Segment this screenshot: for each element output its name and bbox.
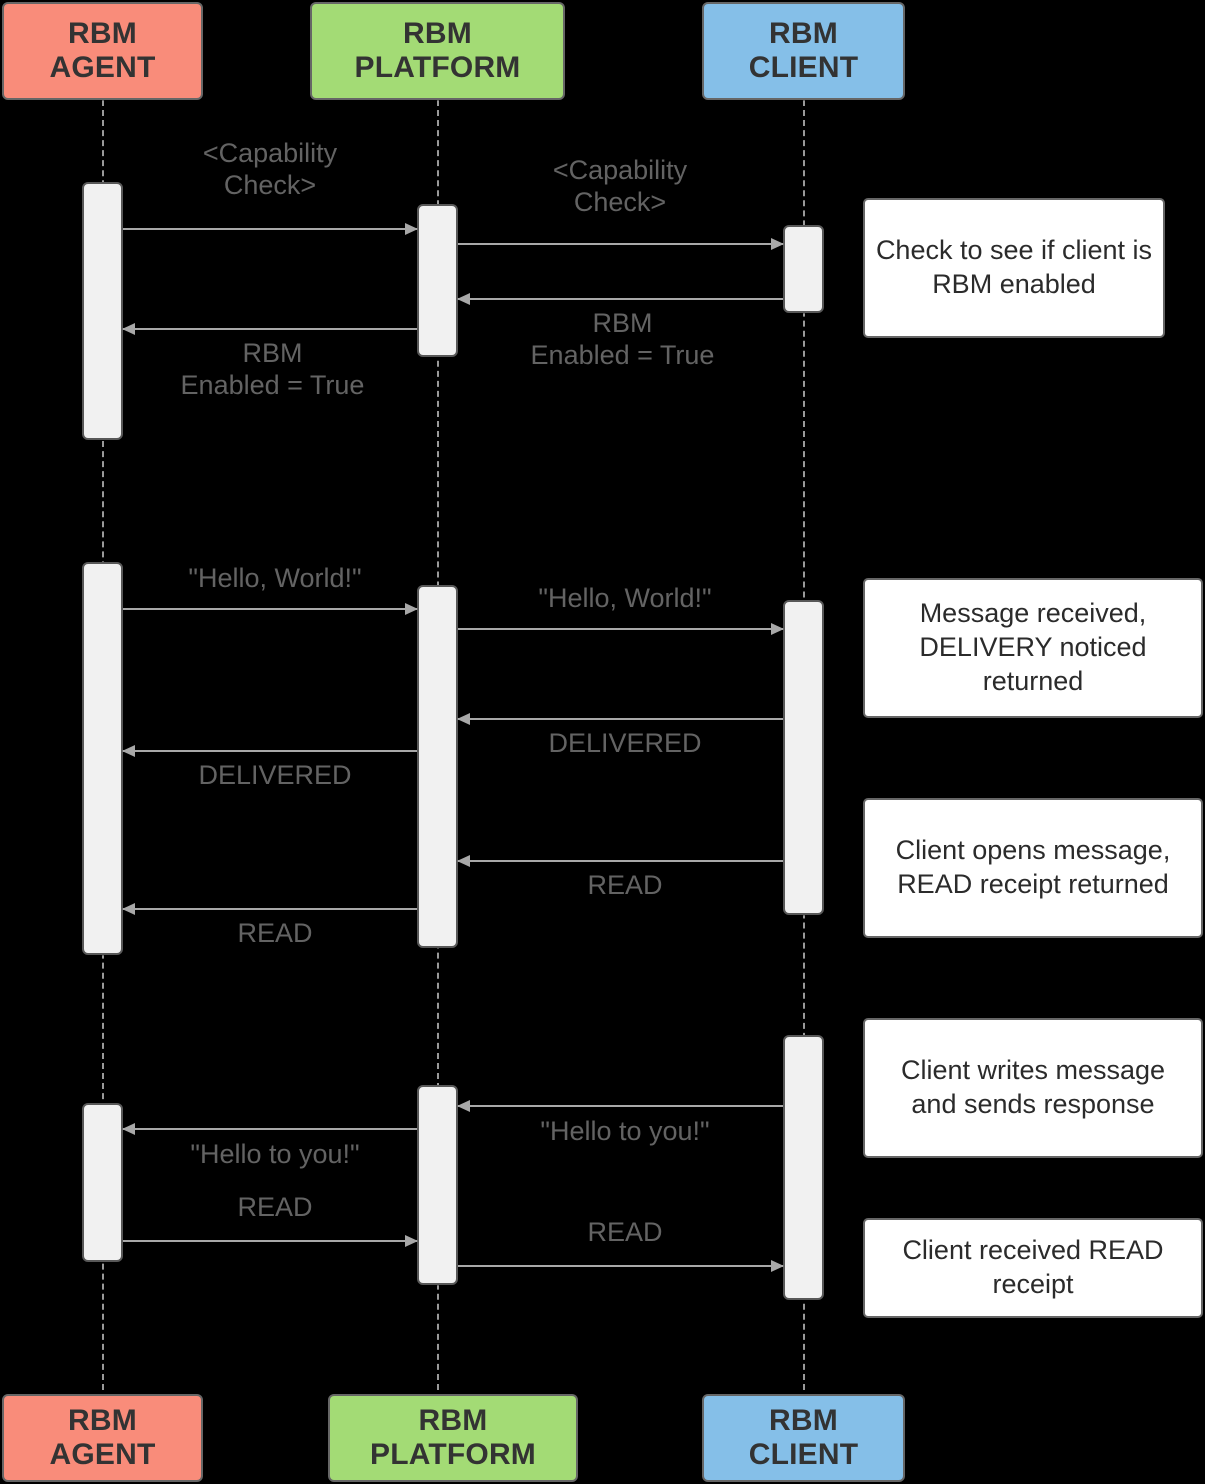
participant-footer-client[interactable]: RBM CLIENT <box>702 1394 905 1482</box>
activation-platform-2 <box>417 585 458 948</box>
participant-agent-line2: AGENT <box>49 51 156 84</box>
activation-client-3 <box>783 1035 824 1300</box>
participant-header-platform[interactable]: RBM PLATFORM <box>310 2 565 100</box>
participant-client-line2: CLIENT <box>748 51 859 84</box>
participant-platform-footer-line2: PLATFORM <box>369 1438 536 1471</box>
message-arrow-m9 <box>457 855 783 867</box>
note-client-opens-message: Client opens message, READ receipt retur… <box>863 798 1203 938</box>
note-message-received-delivery: Message received, DELIVERY noticed retur… <box>863 578 1203 718</box>
message-label-m11: "Hello to you!" <box>540 1116 710 1146</box>
note-client-received-read: Client received READ receipt <box>863 1218 1203 1318</box>
message-label-m13: READ <box>237 1192 313 1222</box>
arrowhead-right-icon <box>771 1260 784 1272</box>
arrowhead-right-icon <box>771 238 784 250</box>
participant-footer-platform[interactable]: RBM PLATFORM <box>328 1394 578 1482</box>
arrowhead-left-icon <box>122 745 135 757</box>
message-arrow-m7 <box>457 713 783 725</box>
participant-client-line1: RBM <box>769 16 838 50</box>
participant-platform-line2: PLATFORM <box>354 51 521 84</box>
participant-header-client[interactable]: RBM CLIENT <box>702 2 905 100</box>
message-label-m8: DELIVERED <box>198 760 352 790</box>
arrowhead-left-icon <box>457 293 470 305</box>
arrowhead-left-icon <box>457 1100 470 1112</box>
message-arrow-m4 <box>122 323 417 335</box>
participant-footer-agent[interactable]: RBM AGENT <box>2 1394 203 1482</box>
arrowhead-right-icon <box>405 603 418 615</box>
message-arrow-m8 <box>122 745 417 757</box>
activation-platform-3 <box>417 1085 458 1285</box>
activation-agent-2 <box>82 562 123 955</box>
message-arrow-m11 <box>457 1100 783 1112</box>
note-client-writes-message: Client writes message and sends response <box>863 1018 1203 1158</box>
arrowhead-left-icon <box>457 713 470 725</box>
activation-client-2 <box>783 600 824 915</box>
participant-header-agent[interactable]: RBM AGENT <box>2 2 203 100</box>
message-arrow-m1 <box>123 223 418 235</box>
arrowhead-right-icon <box>405 223 418 235</box>
message-label-m2: <Capability Check> <box>552 155 688 217</box>
message-label-m10: READ <box>237 918 313 948</box>
arrowhead-left-icon <box>122 903 135 915</box>
message-label-m5: "Hello, World!" <box>188 563 362 593</box>
message-arrow-m13 <box>123 1235 418 1247</box>
message-arrow-m2 <box>458 238 784 250</box>
arrowhead-left-icon <box>457 855 470 867</box>
arrowhead-left-icon <box>122 323 135 335</box>
message-label-m14: READ <box>587 1217 663 1247</box>
note-check-rbm-enabled: Check to see if client is RBM enabled <box>863 198 1165 338</box>
activation-agent-1 <box>82 182 123 440</box>
message-label-m9: READ <box>587 870 663 900</box>
participant-agent-footer-line2: AGENT <box>49 1438 156 1471</box>
participant-platform-footer-line1: RBM <box>418 1403 488 1437</box>
message-arrow-m10 <box>122 903 417 915</box>
participant-client-footer-line1: RBM <box>769 1403 838 1437</box>
participant-client-footer-line2: CLIENT <box>748 1438 859 1471</box>
message-label-m4: RBM Enabled = True <box>180 338 365 400</box>
message-label-m7: DELIVERED <box>548 728 702 758</box>
participant-platform-line1: RBM <box>403 16 472 50</box>
arrowhead-left-icon <box>122 1123 135 1135</box>
activation-agent-3 <box>82 1103 123 1262</box>
activation-client-1 <box>783 225 824 313</box>
message-arrow-m5 <box>123 603 418 615</box>
message-arrow-m12 <box>122 1123 417 1135</box>
message-label-m1: <Capability Check> <box>202 138 338 200</box>
participant-agent-footer-line1: RBM <box>68 1403 137 1437</box>
activation-platform-1 <box>417 204 458 357</box>
message-label-m12: "Hello to you!" <box>190 1139 360 1169</box>
arrowhead-right-icon <box>771 623 784 635</box>
message-label-m3: RBM Enabled = True <box>530 308 715 370</box>
participant-agent-line1: RBM <box>68 16 137 50</box>
arrowhead-right-icon <box>405 1235 418 1247</box>
message-arrow-m6 <box>458 623 784 635</box>
message-arrow-m3 <box>457 293 783 305</box>
message-label-m6: "Hello, World!" <box>538 583 712 613</box>
message-arrow-m14 <box>458 1260 784 1272</box>
